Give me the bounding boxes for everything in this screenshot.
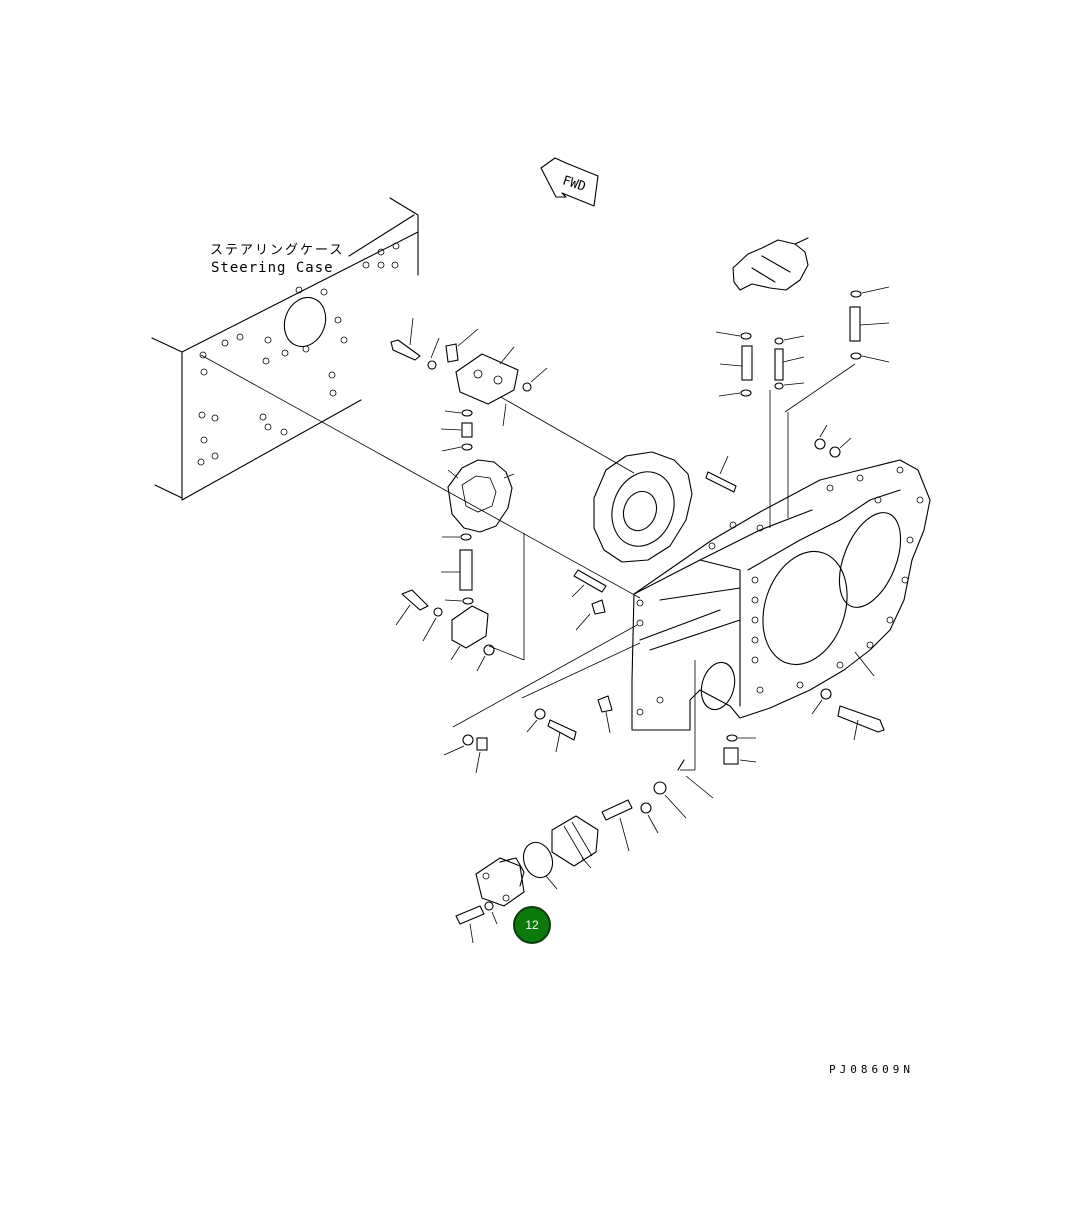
transmission-case: [631, 459, 931, 731]
right-fittings: [715, 286, 890, 458]
steering-case-label-jp: ステアリングケース: [210, 243, 344, 258]
callout-number: 12: [525, 918, 539, 932]
lower-filter-assembly: [455, 759, 714, 944]
fwd-label: FWD: [560, 173, 587, 195]
fwd-arrow: FWD: [540, 157, 599, 207]
left-lower-fittings: [395, 533, 495, 672]
left-gear: [447, 459, 515, 533]
guide-lines: [200, 354, 856, 771]
large-bevel-gear: [593, 451, 693, 563]
part-callout-12[interactable]: 12: [513, 906, 551, 944]
center-parts: [390, 317, 548, 452]
case-fasteners: [443, 455, 885, 774]
control-valve-part: [732, 237, 809, 291]
steering-case-outline: [151, 197, 419, 501]
drawing-number: PJ08609N: [829, 1063, 914, 1076]
steering-case-label-en: Steering Case: [211, 260, 334, 276]
